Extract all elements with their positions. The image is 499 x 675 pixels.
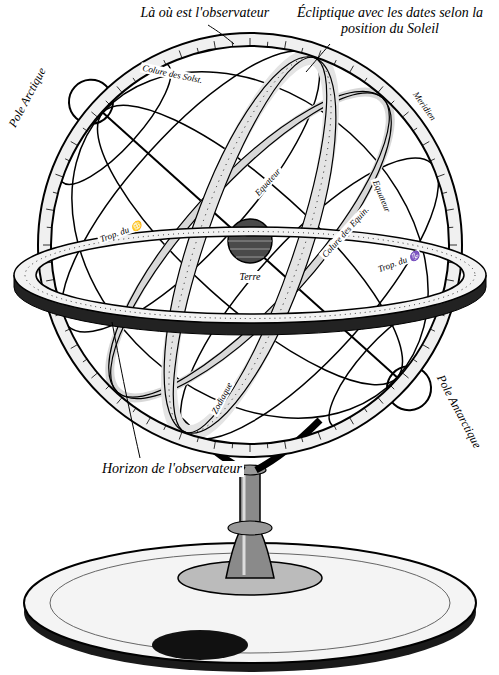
tick-mark (430, 329, 435, 331)
tick-mark (83, 128, 87, 131)
tick-mark (402, 373, 408, 378)
tick-mark (350, 66, 354, 73)
tick-mark (164, 425, 166, 430)
tick-mark (391, 386, 395, 390)
tick-mark (65, 159, 70, 161)
tick-mark (318, 432, 321, 440)
tick-mark (117, 397, 122, 403)
tick-mark (179, 432, 182, 440)
tick-mark (133, 408, 136, 412)
tick-mark (267, 443, 268, 448)
annotation-label: Equateur (370, 177, 394, 216)
tick-mark (197, 437, 198, 442)
horizon-graduation (25, 232, 475, 319)
colure-ring (2, 1, 497, 489)
tick-mark (46, 280, 54, 281)
ecliptic-edge (144, 43, 356, 446)
tick-mark (334, 425, 336, 430)
tick-mark (446, 209, 454, 210)
tick-mark (364, 78, 367, 82)
tick-mark (91, 112, 97, 117)
tick-mark (378, 86, 383, 92)
tick-mark (422, 345, 429, 349)
tick-mark (179, 50, 182, 58)
tick-mark (43, 245, 51, 246)
tick-mark (302, 437, 303, 442)
tick-mark (55, 174, 63, 177)
tick-mark (91, 373, 97, 378)
base-compass (152, 630, 248, 660)
tick-mark (302, 48, 303, 53)
annotation-label: Meridien (409, 88, 439, 124)
tick-mark (364, 408, 367, 412)
leader-line (208, 25, 234, 44)
tick-mark (430, 159, 435, 161)
tick-mark (53, 192, 58, 193)
tick-mark (422, 142, 429, 146)
tick-mark (164, 60, 166, 65)
tick-mark (402, 112, 408, 117)
annotation-label: Colure des Solst. (139, 62, 205, 86)
tick-mark (214, 441, 215, 449)
leader-line (306, 44, 330, 72)
tick-mark (250, 38, 251, 46)
annotation-label: Horizon de l'observateur (100, 461, 244, 477)
tick-mark (378, 397, 383, 403)
leader-lines (112, 25, 330, 458)
tick-mark (65, 329, 70, 331)
tick-mark (83, 359, 87, 362)
tick-mark (267, 42, 268, 47)
tick-mark (350, 417, 354, 424)
tick-mark (442, 192, 447, 193)
annotation-label: Trop. du ♑ (374, 249, 422, 275)
tick-mark (446, 280, 454, 281)
tick-mark (413, 359, 417, 362)
tick-mark (46, 209, 54, 210)
column-knob (228, 521, 272, 535)
polar-axis (92, 103, 407, 387)
horizon-ring (14, 227, 486, 323)
tick-mark (117, 86, 122, 92)
pedestal-column (226, 470, 274, 578)
annotation-label: Pole Antarctique (433, 373, 483, 451)
tick-mark (71, 142, 78, 146)
tick-mark (437, 174, 445, 177)
tick-mark (285, 41, 286, 49)
tick-mark (391, 101, 395, 105)
tick-mark (133, 78, 136, 82)
tick-mark (106, 101, 110, 105)
tick-mark (71, 345, 78, 349)
annotation-label: Colure des Equin. (318, 203, 372, 261)
leader-line (112, 322, 140, 458)
tick-mark (47, 227, 52, 228)
annotation-label: Écliptique avec les dates selon la posit… (295, 5, 485, 37)
tick-mark (214, 41, 215, 49)
annotation-label: Zodiaque (209, 379, 236, 417)
annotation-label: Trop. du ♋ (96, 219, 144, 245)
tick-mark (106, 386, 110, 390)
annotation-label: Terre (238, 271, 263, 283)
annotation-label: Pole Arctique (6, 66, 49, 130)
tick-mark (448, 227, 453, 228)
annotation-label: Equateur (251, 165, 284, 200)
annotation-label: Là où est l'observateur (141, 5, 270, 21)
tick-mark (449, 245, 457, 246)
tick-mark (250, 444, 251, 452)
tick-mark (147, 417, 151, 424)
tick-mark (413, 128, 417, 131)
tick-mark (232, 443, 233, 448)
tick-mark (334, 60, 336, 65)
tick-mark (285, 441, 286, 449)
earth-globe (228, 219, 272, 263)
ecliptic-edge (129, 38, 371, 451)
tick-mark (197, 48, 198, 53)
